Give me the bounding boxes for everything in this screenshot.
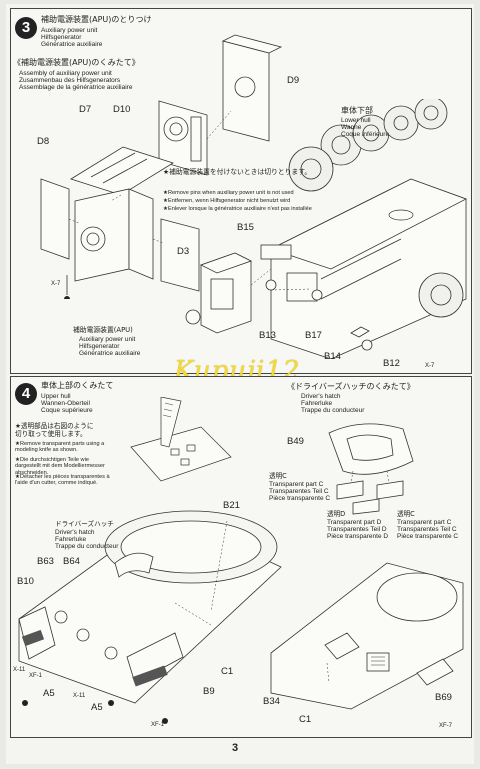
hatch-assembly-title-en: Driver's hatch bbox=[301, 393, 341, 400]
upper-hull-drawing bbox=[18, 510, 282, 724]
apu-label-jp: 補助電源装置(APU) bbox=[73, 326, 133, 334]
paint-x7-b: X-7 bbox=[425, 363, 435, 369]
drivers-hatch-label-fr: Trappe du conducteur bbox=[55, 543, 119, 550]
clear-d-label-jp: 透明D bbox=[327, 510, 346, 518]
step-4-title-de: Wannen-Oberteil bbox=[41, 400, 90, 407]
paint-x7-a: X-7 bbox=[51, 281, 61, 287]
part-label-d7: D7 bbox=[79, 104, 92, 115]
clear-c-label-jp: 透明C bbox=[269, 472, 287, 480]
part-label-b49: B49 bbox=[287, 436, 304, 447]
apu-label-en: Auxiliary power unit bbox=[79, 336, 136, 343]
step-4-title-fr: Coque supérieure bbox=[41, 407, 93, 414]
part-label-b9: B9 bbox=[203, 686, 215, 697]
apu-note-de: ★Entfernen, wenn Hilfsgenerator nicht be… bbox=[163, 198, 291, 204]
part-label-b21: B21 bbox=[223, 500, 240, 511]
part-label-b17: B17 bbox=[305, 330, 322, 341]
part-label-b69: B69 bbox=[435, 692, 452, 703]
step-3-title-de: Hilfsgenerator bbox=[41, 34, 82, 41]
part-label-b12: B12 bbox=[383, 358, 400, 369]
clear-d-label-en: Transparent part D bbox=[327, 519, 382, 526]
apu-note-en: ★Remove pins when auxiliary power unit i… bbox=[163, 190, 294, 196]
clear-c2-label-fr: Pièce transparente C bbox=[397, 533, 459, 540]
step-4-panel: 4 車体上部のくみたて Upper hull Wannen-Oberteil C… bbox=[10, 376, 472, 738]
instruction-page: 3 補助電源装置(APU)のとりつけ Auxiliary power unit … bbox=[6, 4, 474, 764]
step-4-title-jp: 車体上部のくみたて bbox=[41, 381, 114, 390]
part-label-b13: B13 bbox=[259, 330, 276, 341]
step-3-number: 3 bbox=[15, 17, 37, 39]
lower-hull-label-fr: Coque inférieure bbox=[341, 131, 390, 138]
step-4-title-en: Upper hull bbox=[41, 393, 71, 400]
paint-x11-b: X-11 bbox=[73, 693, 86, 699]
apu-exploded-drawing bbox=[40, 34, 283, 299]
hatch-assembly-title-de: Fahrerluke bbox=[301, 400, 333, 407]
clear-c-label-de: Transparentes Teil C bbox=[269, 488, 329, 495]
part-label-b64: B64 bbox=[63, 556, 80, 567]
part-label-d9: D9 bbox=[287, 75, 300, 86]
apu-assembly-title-fr: Assemblage de la génératrice auxiliaire bbox=[19, 84, 133, 91]
apu-unit-drawing bbox=[185, 244, 373, 351]
clear-d-label-de: Transparentes Teil D bbox=[327, 526, 387, 533]
step-3-title-jp: 補助電源装置(APU)のとりつけ bbox=[41, 15, 152, 24]
part-label-b10: B10 bbox=[17, 576, 34, 587]
transparent-note-jp: ★透明部品は右図のように切り取って使用します。 bbox=[15, 422, 94, 438]
lower-hull-drawing bbox=[269, 99, 467, 359]
part-label-d10: D10 bbox=[113, 104, 131, 115]
apu-note-fr: ★Enlever lorsque la génératrice auxiliai… bbox=[163, 206, 312, 212]
lower-hull-label-jp: 車体下部 bbox=[341, 106, 373, 115]
step-3-title-fr: Génératrice auxiliaire bbox=[41, 41, 103, 48]
step-4-number: 4 bbox=[15, 383, 37, 405]
step-3-title-en: Auxiliary power unit bbox=[41, 27, 98, 34]
paint-xf7: XF-7 bbox=[439, 723, 453, 729]
drivers-hatch-label-en: Driver's hatch bbox=[55, 529, 95, 536]
part-label-a5-a: A5 bbox=[43, 688, 55, 699]
clear-c-label-en: Transparent part C bbox=[269, 481, 324, 488]
apu-assembly-title-en: Assembly of auxiliary power unit bbox=[19, 70, 112, 77]
part-label-c1-a: C1 bbox=[221, 666, 234, 677]
clear-c2-label-jp: 透明C bbox=[397, 510, 415, 518]
clear-c2-label-de: Transparentes Teil C bbox=[397, 526, 457, 533]
paint-xf1-a: XF-1 bbox=[29, 673, 43, 679]
drivers-hatch-drawing bbox=[328, 423, 414, 515]
apu-note-jp: ★補助電源装置を付けないときは切りとります。 bbox=[163, 168, 312, 176]
lower-hull-label-en: Lower hull bbox=[341, 117, 371, 124]
drivers-hatch-label-jp: ドライバーズハッチ bbox=[55, 520, 114, 528]
apu-assembly-title-jp: 《補助電源装置(APU)のくみたて》 bbox=[13, 58, 140, 67]
part-label-b15: B15 bbox=[237, 222, 254, 233]
part-label-b63: B63 bbox=[37, 556, 54, 567]
transparent-note-en: ★Remove transparent parts using a modeli… bbox=[15, 441, 105, 454]
part-label-d8: D8 bbox=[37, 136, 50, 147]
clear-d-label-fr: Pièce transparente D bbox=[327, 533, 389, 540]
part-label-b34: B34 bbox=[263, 696, 280, 707]
apu-label-fr: Génératrice auxiliaire bbox=[79, 350, 141, 357]
hatch-assembly-title-jp: 《ドライバーズハッチのくみたて》 bbox=[287, 382, 415, 391]
paint-xf1-b: XF-1 bbox=[151, 722, 165, 728]
part-label-b14: B14 bbox=[324, 351, 341, 362]
part-label-d3: D3 bbox=[177, 246, 190, 257]
transparent-note-de: ★Die durchsichtigen Teile wie dargestell… bbox=[15, 457, 105, 476]
clear-c2-label-en: Transparent part C bbox=[397, 519, 452, 526]
transparent-note-fr: ★Détacher les pièces transparentes à l'a… bbox=[15, 474, 110, 487]
drivers-hatch-label-de: Fahrerluke bbox=[55, 536, 87, 543]
hatch-assembly-title-fr: Trappe du conducteur bbox=[301, 407, 365, 414]
part-label-a5-b: A5 bbox=[91, 702, 103, 713]
apu-label-de: Hilfsgenerator bbox=[79, 343, 120, 350]
paint-x11-a: X-11 bbox=[13, 667, 26, 673]
step-3-panel: 3 補助電源装置(APU)のとりつけ Auxiliary power unit … bbox=[10, 8, 472, 374]
clear-sprue-drawing bbox=[130, 397, 232, 482]
part-label-c1-b: C1 bbox=[299, 714, 312, 725]
clear-c-label-fr: Pièce transparente C bbox=[269, 495, 331, 502]
page-number: 3 bbox=[232, 742, 239, 754]
lower-hull-label-de: Wanne bbox=[341, 124, 362, 131]
upper-hull-interior-drawing bbox=[270, 562, 464, 710]
apu-assembly-title-de: Zusammenbau des Hilfsgenerators bbox=[19, 77, 121, 84]
